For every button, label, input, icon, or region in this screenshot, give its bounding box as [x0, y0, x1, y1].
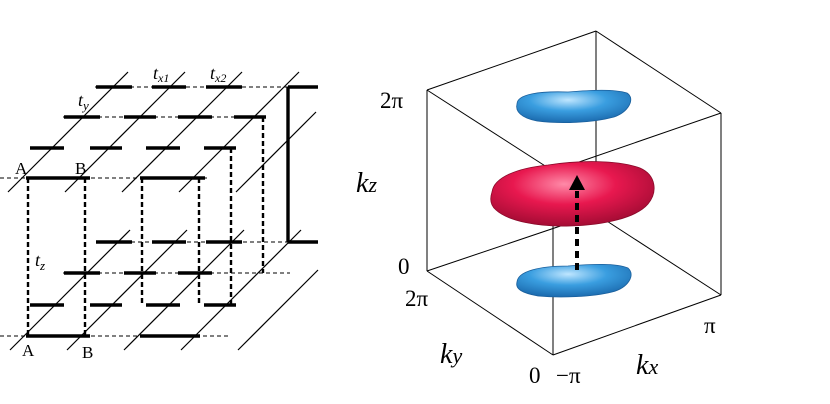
kz-sub: z: [367, 172, 377, 197]
hopping-tz-sub: z: [39, 258, 45, 273]
hole-pocket-bottom-shape: [516, 263, 632, 298]
hopping-label-tx1: tx1: [153, 63, 169, 85]
hopping-ty-sub: y: [81, 98, 89, 113]
site-label-a-bottom: A: [22, 341, 35, 360]
kz-tick-top: 2π: [380, 88, 404, 113]
kx-axis-label: kx: [636, 350, 658, 381]
lattice-vertical-dashed-bonds: [26, 88, 290, 336]
ky-base: k: [440, 339, 453, 370]
hopping-label-tz: tz: [35, 250, 45, 273]
hole-pocket-top-shape: [516, 89, 632, 124]
kx-base: k: [636, 350, 649, 381]
brillouin-zone: kz ky kx 2π 0 2π 0 −π π: [356, 30, 722, 388]
kz-tick-bottom: 0: [398, 254, 410, 279]
site-label-b-top: B: [75, 159, 86, 178]
hopping-ty-base: t: [78, 90, 84, 110]
transition-arrow: [569, 175, 585, 270]
lattice-diagram: A B A B ty tx1 tx2 tz: [0, 63, 319, 362]
hopping-tx1-sub: x1: [157, 71, 169, 85]
kz-axis-label: kz: [356, 168, 377, 199]
lattice-dashed-bonds: [0, 86, 318, 337]
ky-tick-top: 2π: [405, 286, 429, 311]
hopping-label-ty: ty: [78, 90, 89, 113]
kx-tick-right: π: [704, 313, 716, 338]
hopping-tz-base: t: [35, 250, 41, 270]
ky-tick-bottom: 0: [529, 363, 541, 388]
ky-sub: y: [450, 343, 462, 368]
hole-pocket-bottom: [516, 263, 632, 298]
hopping-tx1-base: t: [153, 63, 159, 83]
lattice-thick-bonds: [26, 85, 318, 338]
hopping-label-tx2: tx2: [210, 63, 226, 85]
kx-tick-left: −π: [556, 363, 581, 388]
site-label-b-bottom: B: [82, 343, 93, 362]
hole-pocket-top: [516, 89, 632, 124]
ky-axis-label: ky: [440, 339, 462, 370]
electron-pocket-center: [490, 161, 655, 227]
electron-pocket-shape: [490, 161, 655, 227]
arrow-head: [569, 175, 585, 190]
hopping-tx2-sub: x2: [214, 71, 226, 85]
lattice-diagonal-bonds: [7, 71, 319, 351]
kx-sub: x: [647, 354, 658, 379]
hopping-tx2-base: t: [210, 63, 216, 83]
kz-base: k: [356, 168, 369, 199]
site-label-a-top: A: [15, 159, 28, 178]
